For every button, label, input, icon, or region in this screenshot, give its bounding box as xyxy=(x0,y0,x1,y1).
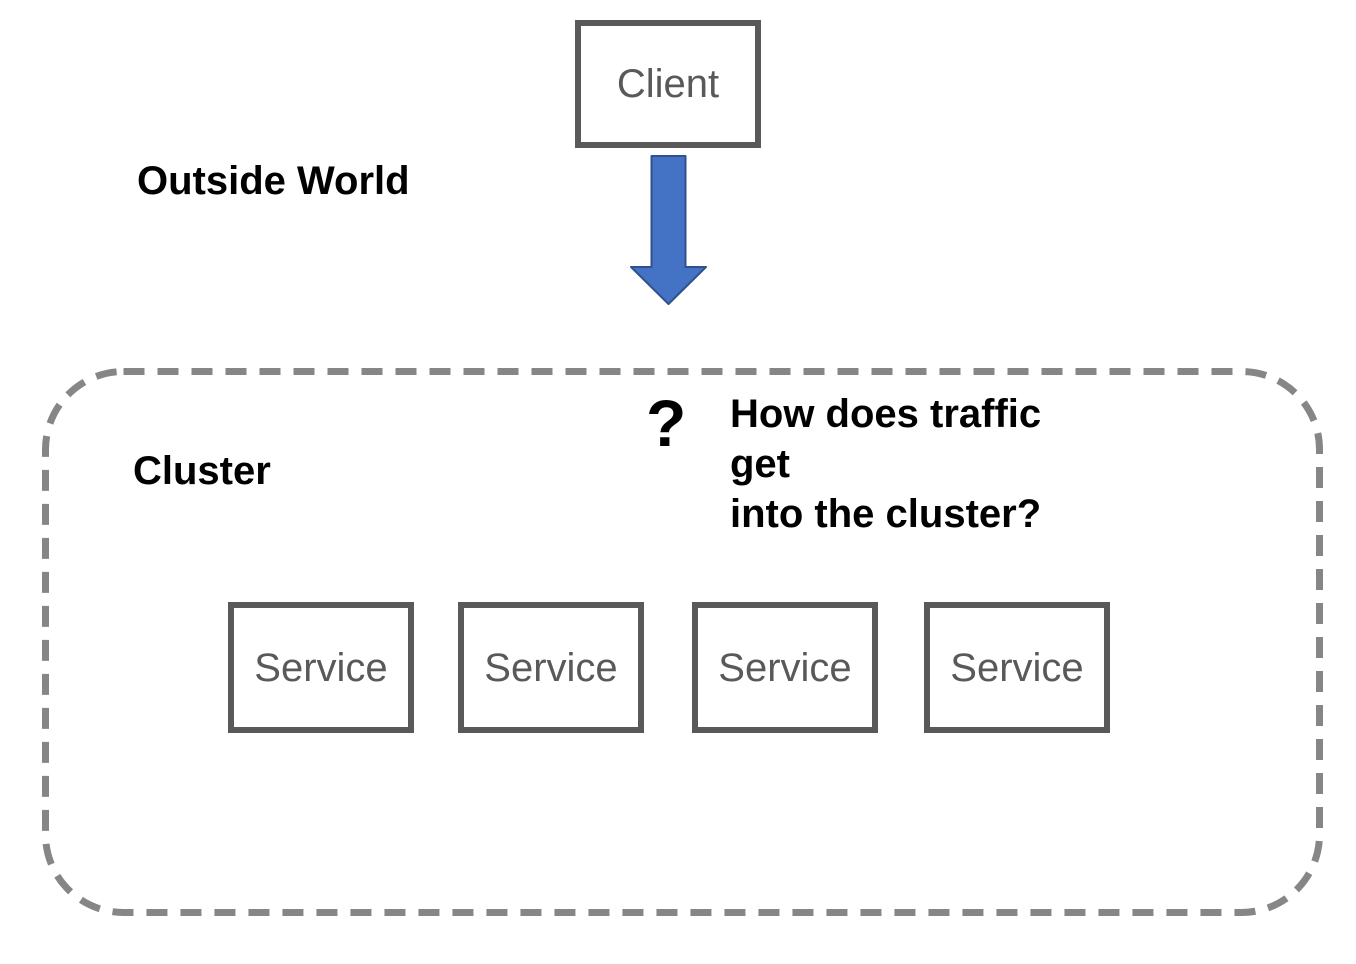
service-node-label: Service xyxy=(484,645,618,690)
down-arrow-icon xyxy=(630,155,707,305)
service-node-label: Service xyxy=(950,645,1084,690)
service-node: Service xyxy=(924,602,1110,733)
question-text: How does traffic get into the cluster? xyxy=(730,392,1042,536)
service-node-label: Service xyxy=(718,645,852,690)
service-node: Service xyxy=(692,602,878,733)
outside-world-label: Outside World xyxy=(137,159,410,203)
question-mark: ? xyxy=(646,386,687,460)
client-node-label: Client xyxy=(616,62,720,106)
service-node-label: Service xyxy=(254,645,388,690)
service-node: Service xyxy=(458,602,644,733)
cluster-label: Cluster xyxy=(133,449,271,493)
client-node: Client xyxy=(575,20,761,148)
service-node: Service xyxy=(228,602,414,733)
